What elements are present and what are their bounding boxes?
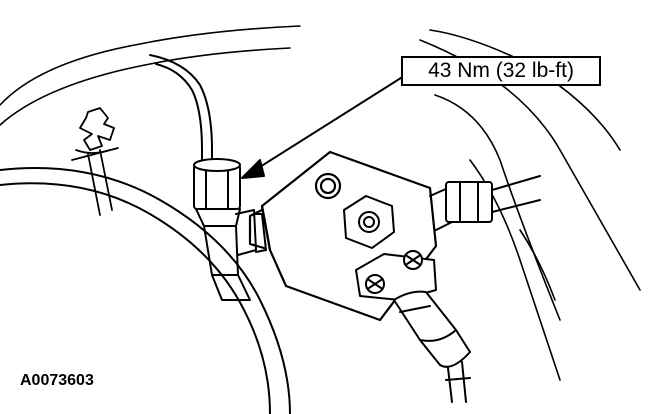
callout-leader-arrow <box>241 75 405 179</box>
figure-id-label: A0073603 <box>20 372 94 389</box>
bracket-clip <box>71 107 119 216</box>
torque-spec-label: 43 Nm (32 lb-ft) <box>401 56 601 86</box>
sensor-assembly <box>355 250 471 403</box>
brake-line <box>149 54 213 166</box>
outlet-fitting <box>429 175 541 231</box>
lower-structure-outline <box>0 167 291 414</box>
tube-nut <box>193 158 267 301</box>
hex-nut <box>343 195 395 249</box>
